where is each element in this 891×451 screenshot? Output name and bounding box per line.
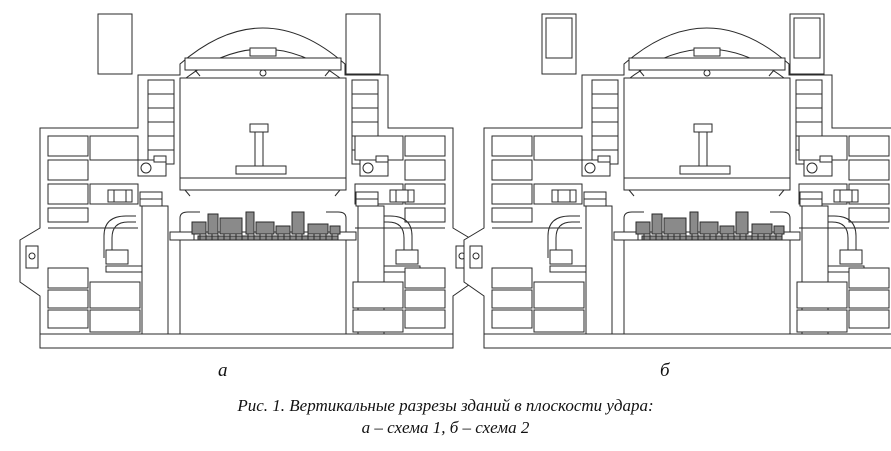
building-section-b bbox=[463, 13, 891, 349]
caption-line-2: а – схема 1, б – схема 2 bbox=[361, 418, 530, 437]
figure-caption: Рис. 1. Вертикальные разрезы зданий в пл… bbox=[0, 395, 891, 439]
building-section-a bbox=[19, 13, 474, 349]
section-label-a: а bbox=[218, 360, 228, 381]
caption-line-1: Рис. 1. Вертикальные разрезы зданий в пл… bbox=[237, 396, 654, 415]
section-label-b: б bbox=[660, 360, 670, 381]
